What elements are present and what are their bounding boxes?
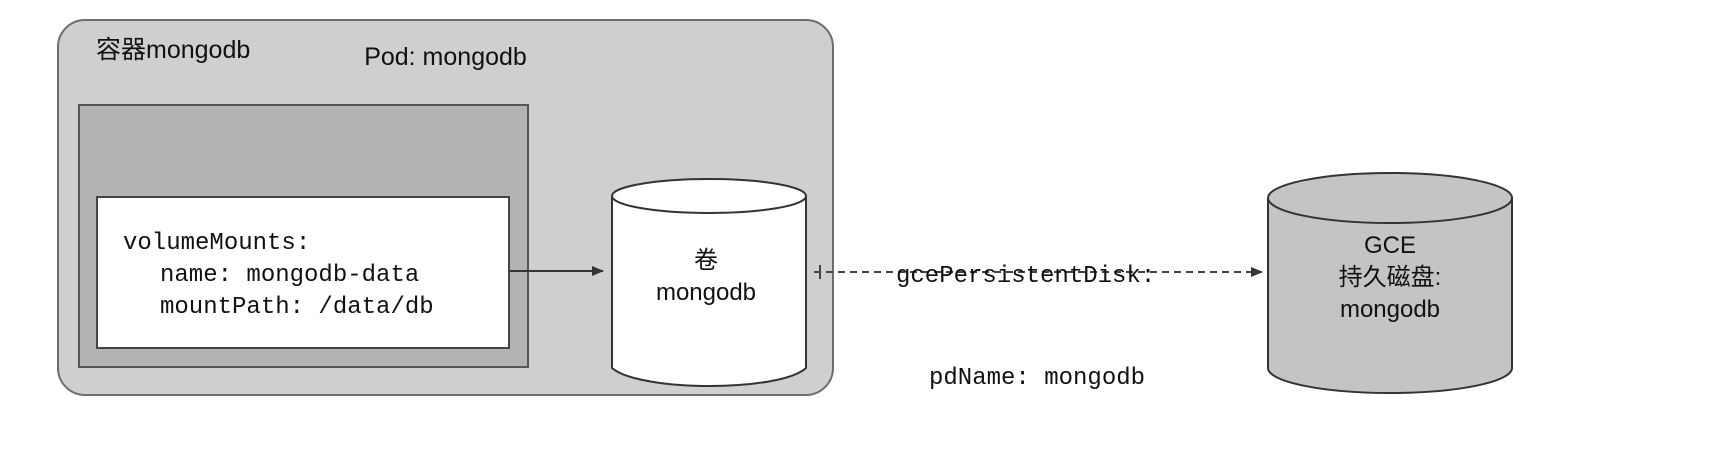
gce-disk-label-line1: GCE	[1363, 232, 1416, 259]
pod-title: Pod: mongodb	[364, 43, 527, 71]
container-title: 容器mongodb	[96, 36, 251, 64]
volume-label-line1: 卷	[694, 247, 718, 274]
disk-spec-line1: gcePersistentDisk:	[896, 263, 1156, 290]
gce-disk-label-line2: 持久磁盘:	[1338, 264, 1442, 291]
volume-mount-path: mountPath: /data/db	[160, 294, 434, 321]
disk-spec-line2: pdName: mongodb	[929, 365, 1146, 392]
volume-cylinder	[611, 178, 807, 387]
volume-mounts-box: volumeMounts: name: mongodb-data mountPa…	[96, 196, 510, 349]
volume-label-line2: mongodb	[655, 279, 757, 306]
gce-disk-label: GCE 持久磁盘: mongodb	[1268, 230, 1512, 326]
volume-label: 卷 mongodb	[606, 245, 806, 309]
disk-spec-text: gcePersistentDisk: pdName: mongodb	[896, 192, 1155, 464]
gce-disk-cylinder	[1267, 172, 1513, 394]
volume-mounts-heading: volumeMounts:	[123, 230, 311, 257]
gce-disk-label-line3: mongodb	[1339, 296, 1441, 323]
volume-mount-name: name: mongodb-data	[160, 262, 420, 289]
